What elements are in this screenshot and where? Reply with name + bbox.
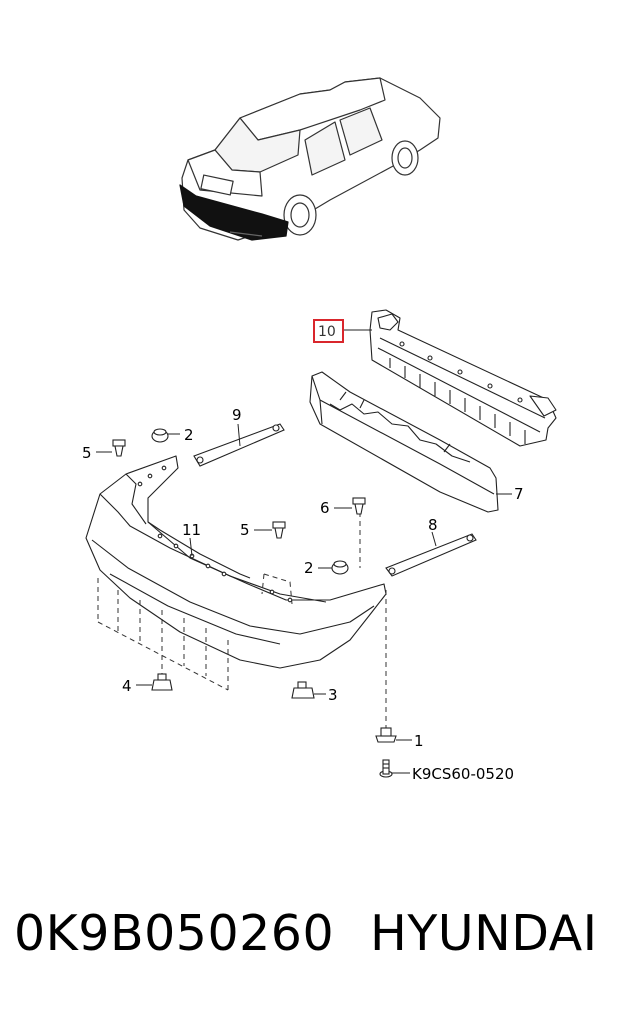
dashed-guides <box>97 512 387 730</box>
highlight-box <box>313 319 344 343</box>
callout-9: 9 <box>232 406 242 424</box>
callout-bolt-code: K9CS60-0520 <box>412 765 514 783</box>
callout-6: 6 <box>320 499 330 517</box>
car-illustration <box>179 77 441 241</box>
callout-10: 10 <box>318 324 336 340</box>
callout-1: 1 <box>414 732 424 750</box>
callout-leaders <box>96 329 512 774</box>
part-8-strip <box>385 533 477 577</box>
callout-7: 7 <box>514 485 524 503</box>
callout-3: 3 <box>328 686 338 704</box>
callout-5-left: 5 <box>82 444 92 462</box>
callout-8: 8 <box>428 516 438 534</box>
callout-2-mid: 2 <box>304 559 314 577</box>
part-11-bumper-cover <box>85 455 387 669</box>
part-9-strip <box>193 423 285 467</box>
callout-11: 11 <box>182 521 201 539</box>
fasteners <box>112 428 397 778</box>
parts-diagram: 10 9 2 5 7 6 8 11 5 2 4 3 1 K9CS60-0520 <box>82 77 557 783</box>
callout-4: 4 <box>122 677 132 695</box>
part-10-beam <box>369 309 557 447</box>
part-number: 0K9B050260 <box>14 905 335 962</box>
callout-5-mid: 5 <box>240 521 250 539</box>
brand-name: HYUNDAI <box>370 905 598 962</box>
callout-2-top: 2 <box>184 426 194 444</box>
